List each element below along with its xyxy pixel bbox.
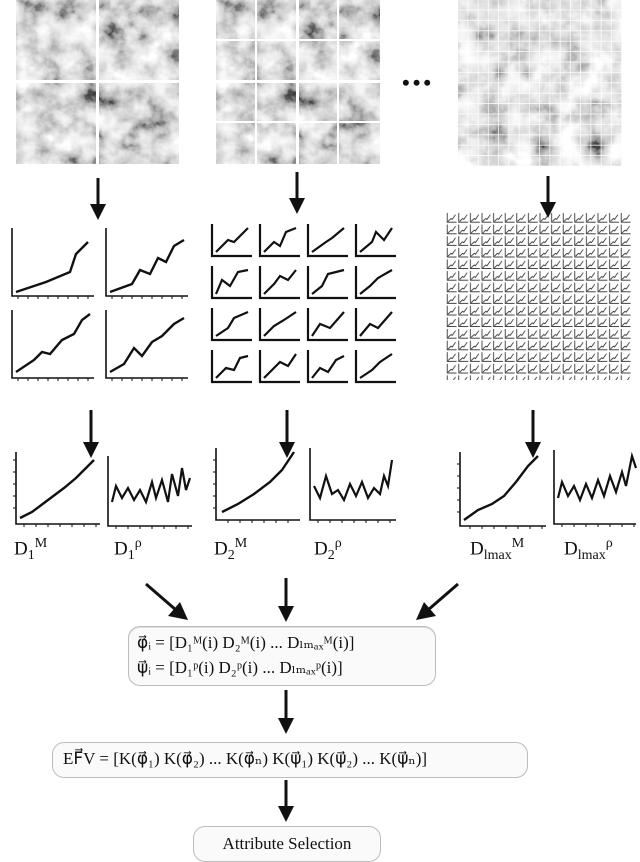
plot-d1-m (13, 452, 100, 527)
plot-d2-m (213, 448, 300, 523)
plot-dlmax-rho (553, 450, 638, 527)
plot-group-level-lmax (446, 212, 632, 380)
attribute-selection-label: Attribute Selection (222, 834, 352, 853)
plot-d1-rho (107, 456, 192, 529)
down-arrow-icon (525, 410, 541, 458)
feature-vector-box: φ⃗ᵢ = [D₁ᴹ(i) D₂ᴹ(i) ... Dₗₘₐₓᴹ(i)] ψ⃗ᵢ … (128, 626, 436, 686)
plot-group-level-1 (11, 228, 188, 381)
phi-vector-formula: φ⃗ᵢ = [D₁ᴹ(i) D₂ᴹ(i) ... Dₗₘₐₓᴹ(i)] (137, 633, 355, 652)
label-dlmax-m: DlmaxM (470, 536, 525, 564)
efv-formula: EF⃗V = [K(φ⃗₁) K(φ⃗₂) ... K(φ⃗ₙ) K(ψ⃗₁) … (63, 749, 428, 768)
efv-box: EF⃗V = [K(φ⃗₁) K(φ⃗₂) ... K(φ⃗ₙ) K(ψ⃗₁) … (52, 742, 528, 778)
label-d2-m: D2M (214, 536, 248, 564)
label-d1-m: D1M (14, 536, 48, 564)
attribute-selection-box: Attribute Selection (193, 826, 381, 862)
diagonal-arrow-icon (416, 582, 459, 620)
down-arrow-icon (279, 410, 295, 458)
label-d1-rho: D1ρ (114, 536, 142, 564)
down-arrow-icon (83, 410, 99, 458)
down-arrow-icon (540, 176, 556, 218)
psi-vector-formula: ψ⃗ᵢ = [D₁ᵖ(i) D₂ᵖ(i) ... Dₗₘₐₓᵖ(i)] (137, 658, 343, 677)
down-arrow-icon (289, 172, 305, 214)
plot-d2-rho (309, 448, 396, 523)
down-arrow-icon (278, 780, 294, 822)
texture-image-level-1 (16, 0, 179, 164)
plot-group-level-2 (210, 224, 396, 384)
texture-image-level-2 (216, 0, 380, 164)
plot-dlmax-m (457, 452, 546, 529)
label-dlmax-rho: Dlmaxρ (564, 536, 613, 564)
diagonal-arrow-icon (145, 582, 188, 620)
down-arrow-icon (278, 690, 294, 734)
ellipsis: ••• (402, 70, 435, 95)
down-arrow-icon (90, 178, 106, 220)
down-arrow-icon (278, 578, 294, 622)
label-d2-rho: D2ρ (314, 536, 342, 564)
texture-image-level-lmax (458, 0, 622, 166)
